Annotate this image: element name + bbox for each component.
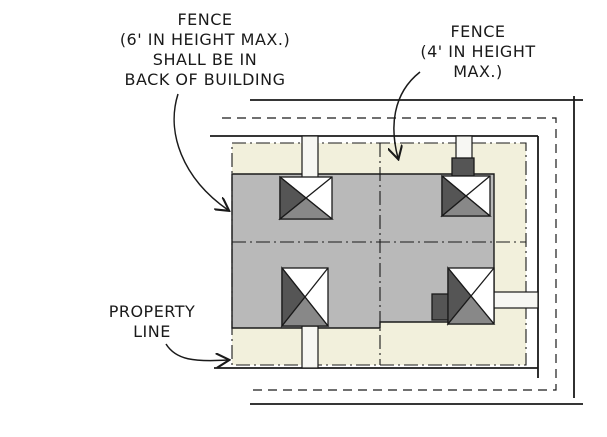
building-top-right — [440, 157, 492, 218]
label-fence-front-line-3: MAX.) — [453, 62, 503, 81]
walkway-top-left — [301, 135, 319, 179]
label-property-line-1: PROPERTY — [108, 302, 196, 321]
leader-fence-back — [173, 93, 228, 210]
label-fence-back-line-4: BACK OF BUILDING — [124, 70, 286, 89]
property-line-dashdot — [231, 142, 527, 366]
label-fence-back-line-1: FENCE — [177, 10, 233, 29]
label-fence-front: FENCE (4' IN HEIGHT MAX.) — [403, 22, 553, 82]
building-bottom-left — [280, 266, 330, 328]
label-property-line-2: LINE — [133, 322, 171, 341]
label-fence-back: FENCE (6' IN HEIGHT MAX.) SHALL BE IN BA… — [102, 10, 308, 90]
label-fence-back-line-2: (6' IN HEIGHT MAX.) — [119, 30, 291, 49]
building-bottom-right — [431, 266, 496, 326]
label-fence-front-line-2: (4' IN HEIGHT — [420, 42, 536, 61]
leader-property-line — [165, 343, 228, 361]
label-fence-back-line-3: SHALL BE IN — [152, 50, 258, 69]
building-top-left — [278, 175, 334, 221]
label-property-line: PROPERTY LINE — [96, 302, 208, 342]
label-fence-front-line-1: FENCE — [450, 22, 506, 41]
walkway-bottom-left — [301, 325, 319, 369]
sidewalk-dashed-line — [222, 117, 557, 391]
walkway-right — [493, 291, 539, 309]
leader-fence-front — [394, 71, 421, 158]
